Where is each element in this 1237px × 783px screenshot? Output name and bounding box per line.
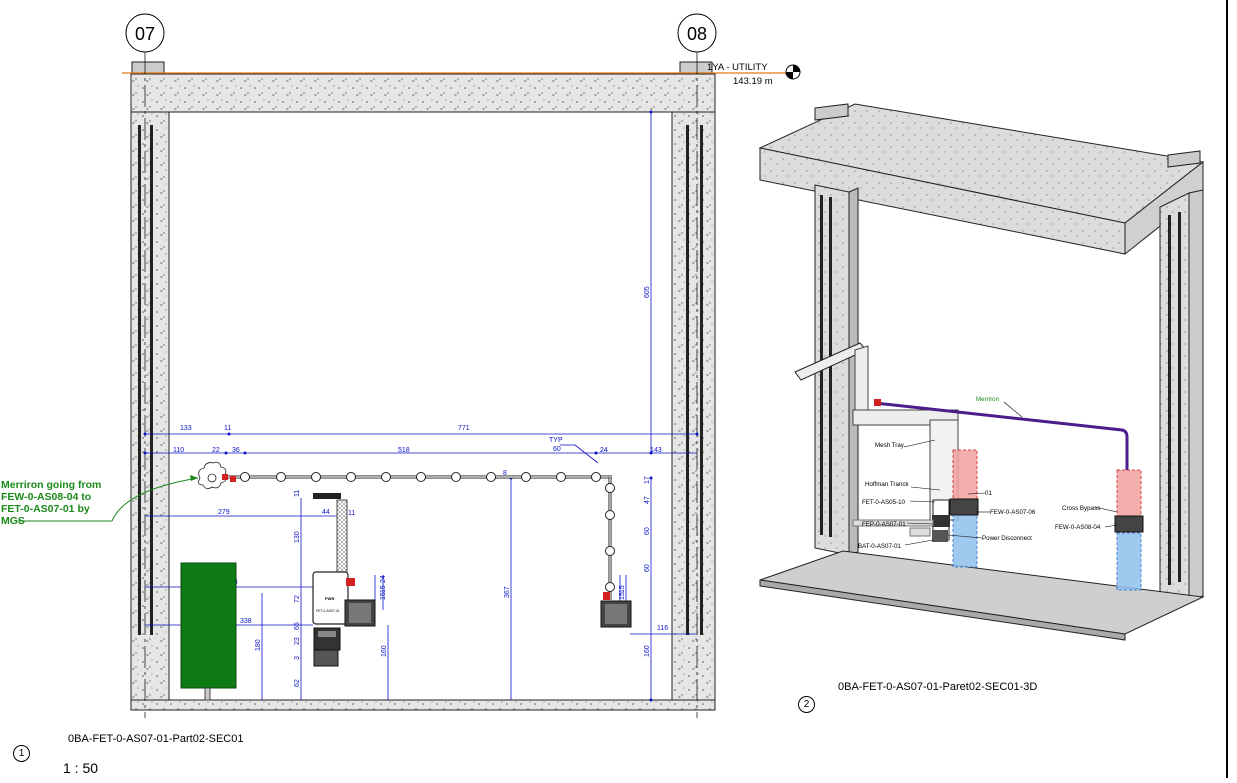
svg-text:11: 11 xyxy=(224,425,231,432)
svg-text:36: 36 xyxy=(232,447,240,454)
svg-text:08: 08 xyxy=(687,24,707,44)
svg-text:BAT-0-AS07-01: BAT-0-AS07-01 xyxy=(858,543,901,550)
svg-text:279: 279 xyxy=(218,509,230,516)
svg-text:44: 44 xyxy=(322,509,330,516)
svg-text:11: 11 xyxy=(294,490,301,497)
svg-text:07: 07 xyxy=(135,24,155,44)
roof-slab xyxy=(130,73,716,113)
svg-text:60: 60 xyxy=(644,564,651,572)
labels-3d: Merriron Mesh Tray Hoffman Tranck FET-0-… xyxy=(858,396,1101,550)
svg-text:FEP-0-AS07-01: FEP-0-AS07-01 xyxy=(862,521,906,528)
svg-text:24: 24 xyxy=(380,575,387,583)
svg-text:180: 180 xyxy=(255,639,262,651)
svg-text:1YA - UTILITY: 1YA - UTILITY xyxy=(707,62,768,73)
svg-text:518: 518 xyxy=(398,447,410,454)
revision-cloud xyxy=(198,461,227,489)
svg-text:338: 338 xyxy=(240,618,252,625)
svg-text:15: 15 xyxy=(380,592,387,600)
svg-text:116: 116 xyxy=(657,625,668,632)
svg-text:23: 23 xyxy=(294,637,301,645)
svg-text:11: 11 xyxy=(348,510,355,517)
svg-text:PWR: PWR xyxy=(325,596,334,601)
merriron-note: Merriron going from FEW-0-AS08-04 to FET… xyxy=(1,479,102,527)
svg-text:110: 110 xyxy=(173,447,184,454)
pipe-clips xyxy=(240,472,615,592)
svg-text:24: 24 xyxy=(600,447,608,454)
svg-text:15: 15 xyxy=(619,592,626,600)
view-3d xyxy=(758,103,1205,641)
svg-text:22: 22 xyxy=(212,447,220,454)
svg-text:TYP: TYP xyxy=(549,437,563,444)
svg-text:605: 605 xyxy=(644,286,651,298)
svg-text:FEW-0-AS08-04: FEW-0-AS08-04 xyxy=(1055,524,1101,531)
grid-bubble-08: 08 xyxy=(677,13,717,53)
svg-text:60: 60 xyxy=(644,527,651,535)
view-number-2: 2 xyxy=(798,696,815,713)
svg-text:15: 15 xyxy=(619,585,626,593)
equipment-panel: PWR FET-0-AS07-01 xyxy=(312,571,376,667)
svg-text:143.19 m: 143.19 m xyxy=(733,76,773,87)
svg-text:Cross Bypass: Cross Bypass xyxy=(1062,505,1100,512)
note-leader xyxy=(18,477,199,522)
svg-text:15: 15 xyxy=(380,585,387,593)
svg-text:8: 8 xyxy=(503,470,507,477)
svg-text:FEW-0-AS07-06: FEW-0-AS07-06 xyxy=(990,509,1036,516)
svg-text:130: 130 xyxy=(294,531,301,543)
pipe-run xyxy=(225,475,612,600)
mesh-tray-vertical xyxy=(336,499,348,579)
svg-text:160: 160 xyxy=(381,645,388,657)
sheet-border xyxy=(1226,0,1228,778)
view-number-1: 1 xyxy=(13,745,30,762)
svg-text:FET-0-AS07-01: FET-0-AS07-01 xyxy=(316,609,340,613)
right-column xyxy=(671,111,716,711)
green-panel xyxy=(180,562,237,689)
view-title-1: 0BA-FET-0-AS07-01-Part02-SEC01 xyxy=(68,733,244,745)
slab-upstand-right xyxy=(679,61,713,75)
svg-text:771: 771 xyxy=(458,425,470,432)
svg-text:72: 72 xyxy=(294,595,301,603)
floor-slab xyxy=(130,699,716,711)
svg-text:3: 3 xyxy=(294,656,301,660)
svg-text:17: 17 xyxy=(644,476,651,484)
slab-upstand-left xyxy=(131,61,165,75)
dimension-texts: 133 11 771 110 22 36 518 TYP 60 24 143 2… xyxy=(173,286,668,687)
svg-text:Power Disconnect: Power Disconnect xyxy=(982,535,1032,542)
svg-text:FET-0-AS05-10: FET-0-AS05-10 xyxy=(862,499,906,506)
svg-text:367: 367 xyxy=(504,586,511,598)
view-scale-1: 1 : 50 xyxy=(63,760,99,776)
svg-text:Merriron: Merriron xyxy=(976,396,1000,403)
svg-text:65: 65 xyxy=(294,622,301,630)
svg-text:160: 160 xyxy=(644,645,651,657)
dimension-lines xyxy=(145,112,697,700)
svg-text:133: 133 xyxy=(180,425,192,432)
svg-text:62: 62 xyxy=(294,679,301,687)
svg-text:47: 47 xyxy=(644,496,651,504)
svg-text:Hoffman Tranck: Hoffman Tranck xyxy=(865,481,909,488)
level-marker: 1YA - UTILITY 143.19 m xyxy=(707,62,801,87)
grid-bubble-07: 07 xyxy=(125,13,165,53)
svg-text:Mesh Tray: Mesh Tray xyxy=(875,442,905,449)
svg-text:143: 143 xyxy=(650,447,662,454)
tray-top xyxy=(313,493,341,499)
svg-text:60: 60 xyxy=(553,446,561,453)
right-device xyxy=(600,592,632,628)
view-title-2: 0BA-FET-0-AS07-01-Paret02-SEC01-3D xyxy=(838,681,1038,693)
svg-text:01: 01 xyxy=(985,490,992,497)
